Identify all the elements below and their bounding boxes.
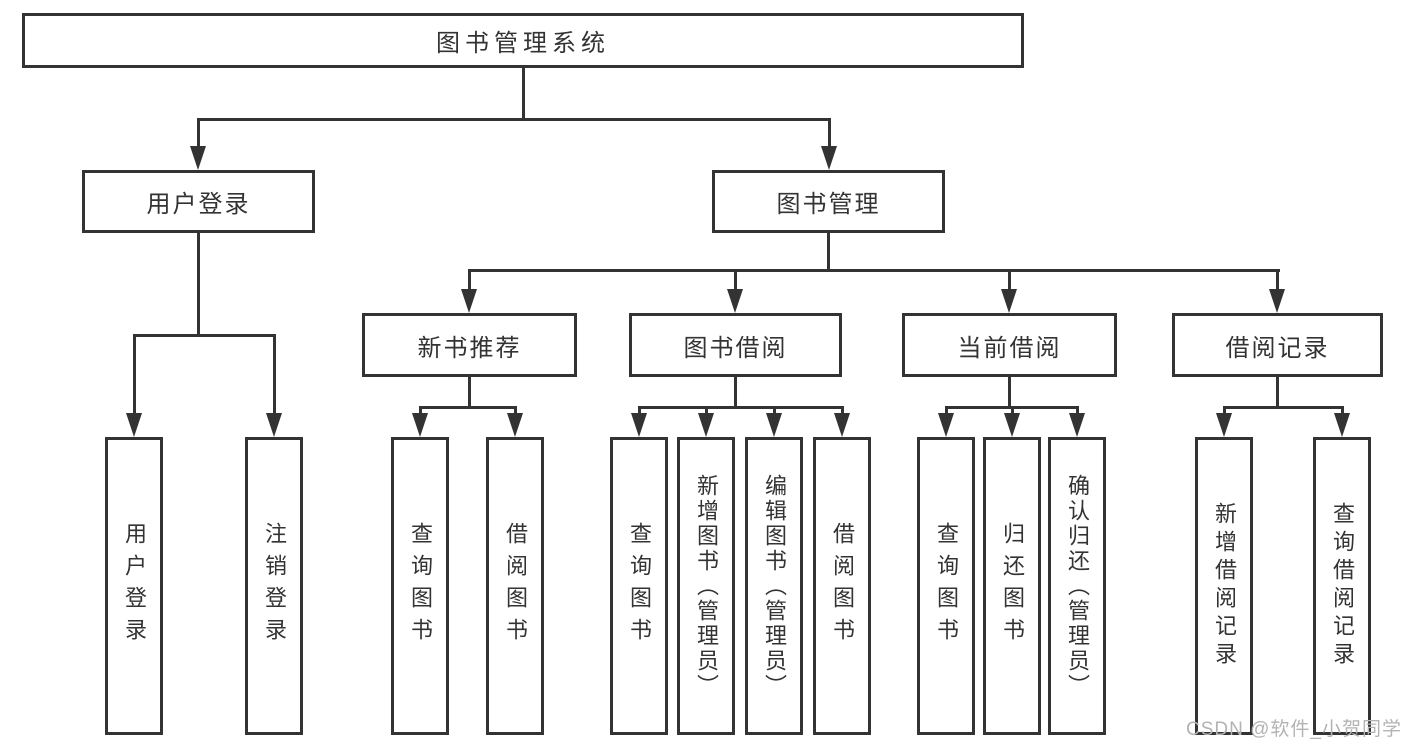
leaf-query-books-recommend: 查询图书 xyxy=(391,437,449,735)
connector-hline xyxy=(1222,406,1344,409)
leaf-add-borrow-record: 新增借阅记录 xyxy=(1195,437,1253,735)
connector-vline xyxy=(733,377,737,406)
node-label: 确认归还（管理员） xyxy=(1065,473,1090,699)
arrowhead-icon xyxy=(1269,289,1285,313)
connector-vline xyxy=(1010,406,1014,417)
arrowhead-icon xyxy=(1004,413,1020,437)
arrowhead-icon xyxy=(821,146,837,170)
connector-vline xyxy=(467,377,471,406)
leaf-confirm-return-admin: 确认归还（管理员） xyxy=(1048,437,1106,735)
connector-vline xyxy=(1007,269,1011,293)
node-label: 归还图书 xyxy=(1000,522,1025,650)
arrowhead-icon xyxy=(507,413,523,437)
node-new-book-recommendation: 新书推荐 xyxy=(362,313,577,377)
node-current-borrowing: 当前借阅 xyxy=(902,313,1117,377)
arrowhead-icon xyxy=(266,413,282,437)
connector-hline xyxy=(132,334,276,337)
leaf-borrow-books-borrowing: 借阅图书 xyxy=(813,437,871,735)
connector-vline xyxy=(272,334,276,417)
connector-vline xyxy=(826,233,830,269)
connector-vline xyxy=(418,406,422,417)
connector-vline xyxy=(1275,377,1279,406)
connector-vline xyxy=(196,118,200,150)
node-label: 用户登录 xyxy=(122,522,147,650)
connector-vline xyxy=(1007,377,1011,406)
arrowhead-icon xyxy=(938,413,954,437)
node-label: 借阅图书 xyxy=(503,522,528,650)
arrowhead-icon xyxy=(461,289,477,313)
node-borrowing-records: 借阅记录 xyxy=(1172,313,1383,377)
leaf-query-books-current: 查询图书 xyxy=(917,437,975,735)
arrowhead-icon xyxy=(1069,413,1085,437)
node-label: 当前借阅 xyxy=(957,334,1062,362)
watermark: CSDN @软件_小贺同学 xyxy=(1186,719,1402,740)
connector-vline xyxy=(196,233,200,334)
node-label: 图书借阅 xyxy=(683,334,788,362)
connector-vline xyxy=(1340,406,1344,417)
connector-vline xyxy=(733,269,737,293)
connector-vline xyxy=(1222,406,1226,417)
node-label: 注销登录 xyxy=(262,522,287,650)
arrowhead-icon xyxy=(1216,413,1232,437)
arrowhead-icon xyxy=(1334,413,1350,437)
node-label: 图书管理 xyxy=(776,191,881,218)
connector-hline xyxy=(637,406,844,409)
leaf-query-borrow-record: 查询借阅记录 xyxy=(1313,437,1371,735)
node-book-management: 图书管理 xyxy=(712,170,945,233)
connector-vline xyxy=(521,68,525,118)
node-label: 新增借阅记录 xyxy=(1212,502,1237,670)
connector-vline xyxy=(827,118,831,150)
connector-hline xyxy=(418,406,517,409)
connector-vline xyxy=(132,334,136,417)
leaf-edit-book-admin: 编辑图书（管理员） xyxy=(745,437,803,735)
node-label: 查询图书 xyxy=(627,522,652,650)
connector-vline xyxy=(1275,269,1279,293)
node-label: 查询图书 xyxy=(934,522,959,650)
connector-vline xyxy=(637,406,641,417)
node-label: 图书管理系统 xyxy=(436,30,610,57)
leaf-logout: 注销登录 xyxy=(245,437,303,735)
arrowhead-icon xyxy=(412,413,428,437)
node-book-borrowing: 图书借阅 xyxy=(629,313,842,377)
connector-vline xyxy=(704,406,708,417)
connector-vline xyxy=(944,406,948,417)
connector-vline xyxy=(1075,406,1079,417)
connector-vline xyxy=(467,269,471,293)
leaf-return-books: 归还图书 xyxy=(983,437,1041,735)
node-label: 编辑图书（管理员） xyxy=(762,473,787,699)
leaf-user-login: 用户登录 xyxy=(105,437,163,735)
leaf-add-book-admin: 新增图书（管理员） xyxy=(677,437,735,735)
arrowhead-icon xyxy=(698,413,714,437)
node-label: 新增图书（管理员） xyxy=(694,473,719,699)
leaf-query-books-borrowing: 查询图书 xyxy=(610,437,668,735)
node-label: 查询借阅记录 xyxy=(1330,502,1355,670)
arrowhead-icon xyxy=(1001,289,1017,313)
arrowhead-icon xyxy=(126,413,142,437)
node-label: 借阅记录 xyxy=(1225,334,1330,362)
connector-vline xyxy=(513,406,517,417)
node-label: 借阅图书 xyxy=(830,522,855,650)
arrowhead-icon xyxy=(631,413,647,437)
connector-vline xyxy=(840,406,844,417)
node-label: 查询图书 xyxy=(408,522,433,650)
arrowhead-icon xyxy=(834,413,850,437)
node-label: 新书推荐 xyxy=(417,334,522,362)
arrowhead-icon xyxy=(190,146,206,170)
connector-hline xyxy=(467,269,1280,272)
connector-hline xyxy=(196,118,831,121)
node-library-management-system: 图书管理系统 xyxy=(22,13,1024,68)
connector-vline xyxy=(772,406,776,417)
arrowhead-icon xyxy=(727,289,743,313)
leaf-borrow-books-recommend: 借阅图书 xyxy=(486,437,544,735)
node-label: 用户登录 xyxy=(146,191,251,218)
arrowhead-icon xyxy=(766,413,782,437)
node-user-login: 用户登录 xyxy=(82,170,315,233)
